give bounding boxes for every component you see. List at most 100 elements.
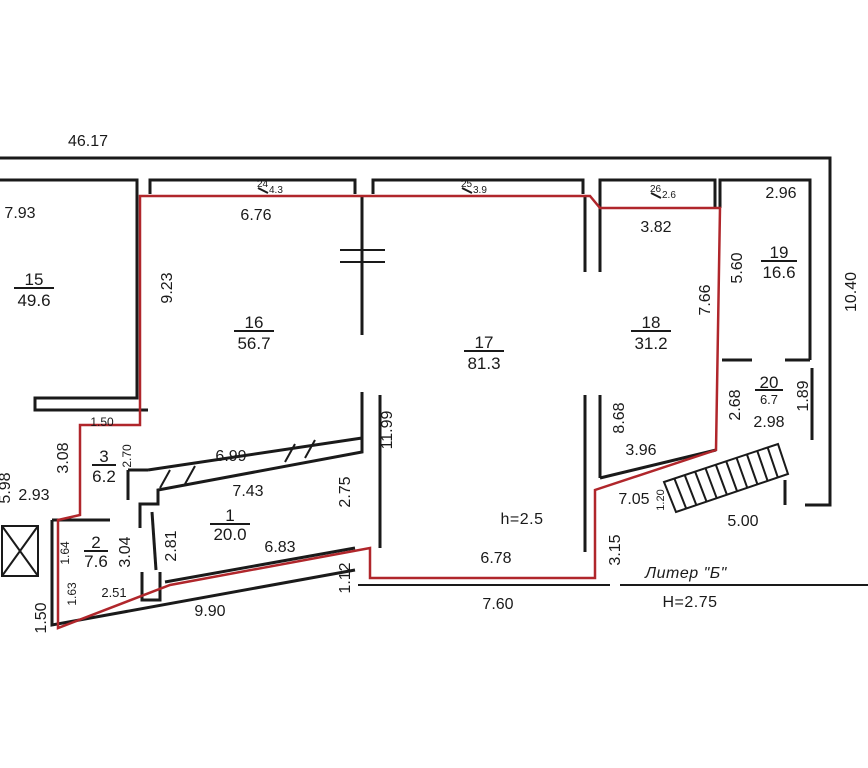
room-1-number: 1: [225, 506, 234, 525]
room-19-number: 19: [770, 243, 789, 262]
dim-7-05: 7.05: [618, 491, 649, 508]
room-18-label: 18 31.2: [631, 313, 671, 353]
window-mark-25: 25 3.9: [461, 179, 487, 196]
dim-3-15: 3.15: [607, 534, 624, 565]
room-2-label: 2 7.6: [84, 533, 108, 571]
dim-2-93: 2.93: [18, 487, 49, 504]
room-17-number: 17: [475, 333, 494, 352]
dim-5-00: 5.00: [727, 513, 758, 530]
dim-9-90: 9.90: [194, 603, 225, 620]
window-25-number: 25: [461, 179, 473, 190]
room-19-area: 16.6: [762, 263, 795, 282]
dimension-labels-vertical: 10.40 9.23 5.60 7.66 1.89 2.68 8.68 11.9…: [0, 252, 860, 633]
dim-9-23: 9.23: [159, 272, 176, 303]
dim-6-78: 6.78: [480, 550, 511, 567]
shaft-symbol: [1, 525, 39, 577]
dim-2-51: 2.51: [101, 585, 126, 600]
room-20-label: 20 6.7: [755, 373, 783, 407]
room-1-north-wall: [138, 436, 364, 528]
dim-5-98: 5.98: [0, 472, 14, 503]
outer-wall-north-east: [0, 156, 832, 507]
room-18-number: 18: [642, 313, 661, 332]
room-20-area: 6.7: [760, 392, 778, 407]
ceiling-height-building-b: H=2.75: [662, 594, 717, 611]
plan-notes: h=2.5 Литер "Б" H=2.75: [501, 511, 728, 611]
room-16-number: 16: [245, 313, 264, 332]
window-24-number: 24: [257, 179, 269, 190]
room-15-label: 15 49.6: [14, 270, 54, 310]
stair-tread: [694, 471, 708, 502]
window-mark-24: 24 4.3: [257, 179, 283, 196]
room-16-top-wall: [148, 178, 357, 194]
dim-2-75: 2.75: [337, 476, 354, 507]
stair-tread: [766, 447, 779, 478]
dim-6-83: 6.83: [264, 539, 295, 556]
dim-room18-width: 3.82: [640, 219, 671, 236]
dim-7-66: 7.66: [697, 284, 714, 315]
stair-tread: [725, 460, 739, 492]
dim-2-70: 2.70: [120, 444, 134, 468]
room-2-area: 7.6: [84, 552, 108, 571]
dim-5-60: 5.60: [729, 252, 746, 283]
dim-7-60: 7.60: [482, 596, 513, 613]
room-1-west-wall: [150, 511, 158, 571]
window-mark-26: 26 2.6: [650, 184, 676, 201]
dim-1-12: 1.12: [337, 562, 354, 593]
room-15-area: 49.6: [17, 291, 50, 310]
highlighted-premises-outline: [56, 194, 722, 630]
dim-1-63: 1.63: [65, 582, 79, 606]
dim-11-99: 11.99: [379, 410, 396, 449]
room-18-south-wall: [599, 448, 717, 480]
dim-room18-bottom: 3.96: [625, 442, 656, 459]
dim-room16-width: 6.76: [240, 207, 271, 224]
dim-1-20: 1.20: [655, 489, 667, 510]
room-18-area: 31.2: [634, 334, 667, 353]
building-liter-label: Литер "Б": [644, 565, 728, 582]
dim-8-68: 8.68: [611, 402, 628, 433]
room-3-label: 3 6.2: [92, 447, 116, 486]
dim-1-50-upper: 1.50: [90, 415, 114, 429]
room-15-number: 15: [25, 270, 44, 289]
stair-tread: [745, 454, 759, 485]
dimension-labels: 46.17 7.93 6.76 3.82 2.96 3.96 1.50 6.99…: [4, 133, 796, 620]
room-3-area: 6.2: [92, 467, 116, 486]
dim-1-50-lower: 1.50: [33, 602, 50, 633]
room-1-area: 20.0: [213, 525, 246, 544]
room-16-label: 16 56.7: [234, 313, 274, 353]
window-25-width: 3.9: [473, 185, 487, 196]
room-1-label: 1 20.0: [210, 506, 250, 544]
dim-3-04: 3.04: [117, 536, 134, 567]
room-2-niche: [140, 572, 162, 602]
room-2-number: 2: [91, 533, 100, 552]
dim-overall-length: 46.17: [68, 133, 108, 150]
dim-room15-width: 7.93: [4, 205, 35, 222]
room-3-number: 3: [99, 447, 108, 466]
window-26-width: 2.6: [662, 190, 676, 201]
room-1-south-wall: [164, 546, 356, 584]
stair-tread: [683, 474, 698, 506]
room-19-wall: [718, 178, 812, 360]
stair-tread: [673, 478, 688, 509]
window-26-number: 26: [650, 184, 662, 195]
ceiling-height-room-17: h=2.5: [501, 511, 544, 528]
window-24-width: 4.3: [269, 185, 283, 196]
dim-2-81: 2.81: [163, 530, 180, 561]
stair-outline: [662, 442, 790, 514]
dim-2-98: 2.98: [753, 414, 784, 431]
room-20-number: 20: [760, 373, 779, 392]
stair-tread: [714, 464, 728, 496]
dim-2-68: 2.68: [727, 389, 744, 420]
room-19-label: 19 16.6: [761, 243, 797, 282]
dim-6-99: 6.99: [215, 448, 246, 465]
dim-10-40: 10.40: [843, 272, 860, 312]
room-15-wall: [0, 178, 148, 412]
dim-7-43: 7.43: [232, 483, 263, 500]
dim-3-08: 3.08: [55, 442, 72, 473]
dim-1-64: 1.64: [58, 541, 72, 565]
stair-tread: [704, 467, 718, 499]
staircase: [662, 442, 790, 514]
partition-marks: [159, 235, 385, 489]
room-2-outer-wall: [50, 520, 356, 627]
room-16-area: 56.7: [237, 334, 270, 353]
